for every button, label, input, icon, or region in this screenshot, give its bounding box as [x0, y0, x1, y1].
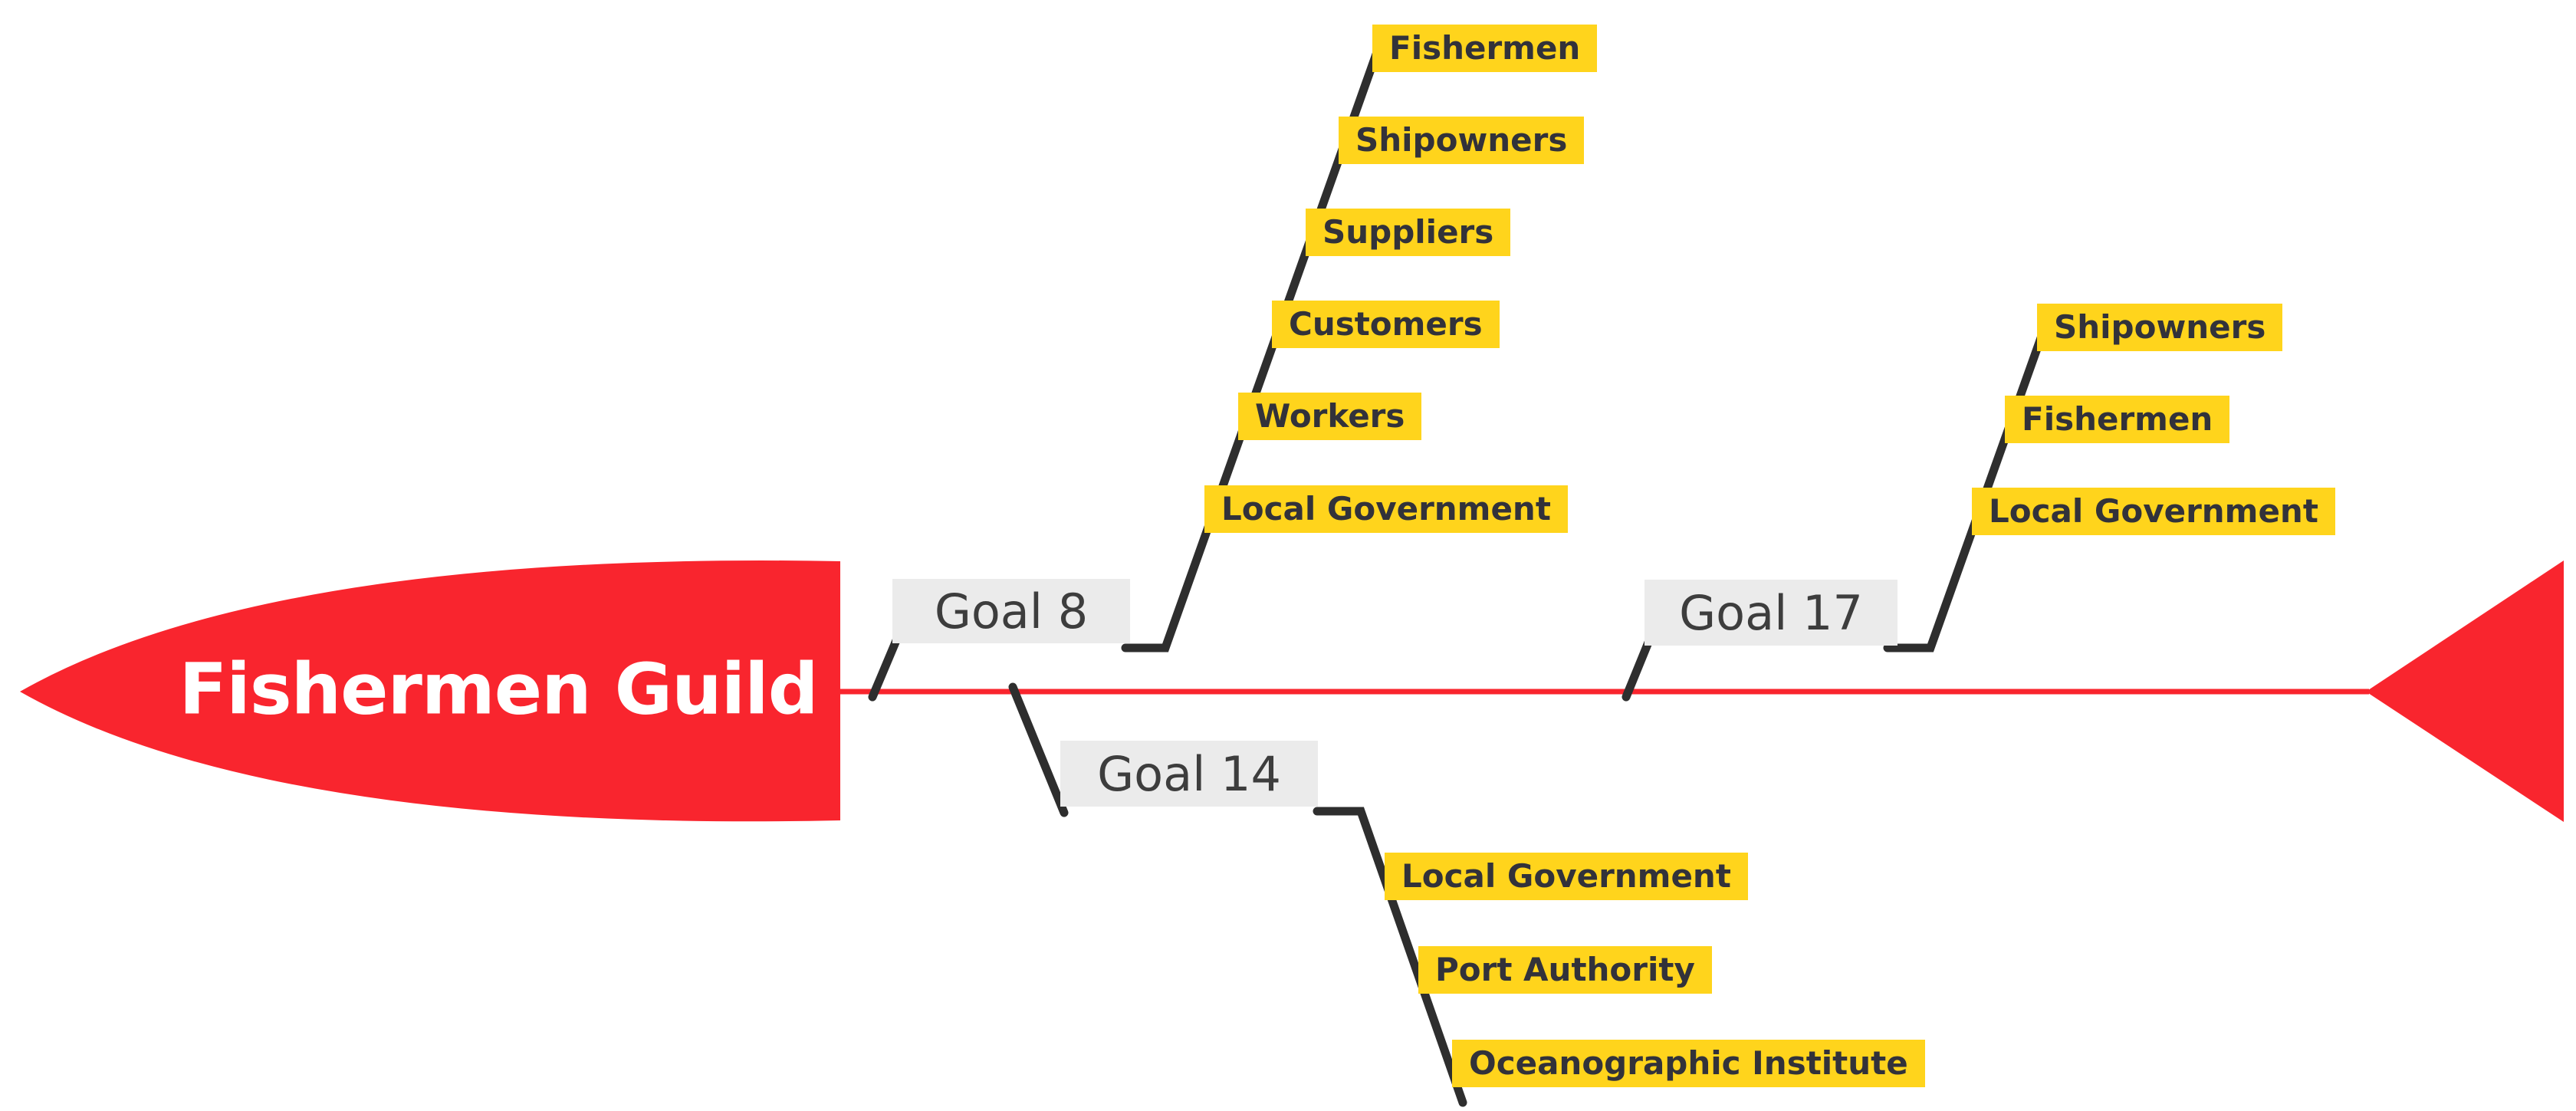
stakeholder-tag-goal14-port-authority: Port Authority [1418, 946, 1712, 994]
tail-arrow-shape [2366, 560, 2564, 822]
goal-14-box: Goal 14 [1060, 741, 1318, 807]
goal-14-spine-tick [1008, 682, 1069, 817]
goal-17-box: Goal 17 [1644, 580, 1898, 646]
goal-17-branch-line [1883, 320, 2050, 652]
stakeholder-tag-goal8-customers: Customers [1272, 301, 1500, 348]
stakeholder-tag-goal14-oceanographic-institute: Oceanographic Institute [1452, 1040, 1925, 1087]
diagram-title: Fishermen Guild [179, 648, 818, 731]
stakeholder-tag-goal8-suppliers: Suppliers [1306, 209, 1511, 256]
stakeholder-tag-goal8-workers: Workers [1238, 393, 1422, 440]
stakeholder-tag-goal8-fishermen: Fishermen [1372, 25, 1598, 72]
goal-8-box: Goal 8 [892, 579, 1130, 643]
stakeholder-tag-goal17-local-government: Local Government [1972, 488, 2335, 535]
stakeholder-tag-goal14-local-government: Local Government [1385, 853, 1748, 900]
stakeholder-tag-goal8-shipowners: Shipowners [1339, 117, 1585, 164]
goal-14-branch-line [1313, 807, 1467, 1107]
stakeholder-tag-goal17-shipowners: Shipowners [2037, 304, 2283, 351]
goal-17-spine-tick [1622, 634, 1654, 702]
fish-head-shape [20, 560, 840, 822]
goal-8-spine-tick [868, 634, 902, 702]
stakeholder-tag-goal17-fishermen: Fishermen [2005, 396, 2230, 443]
stakeholder-tag-goal8-local-government: Local Government [1204, 485, 1568, 533]
